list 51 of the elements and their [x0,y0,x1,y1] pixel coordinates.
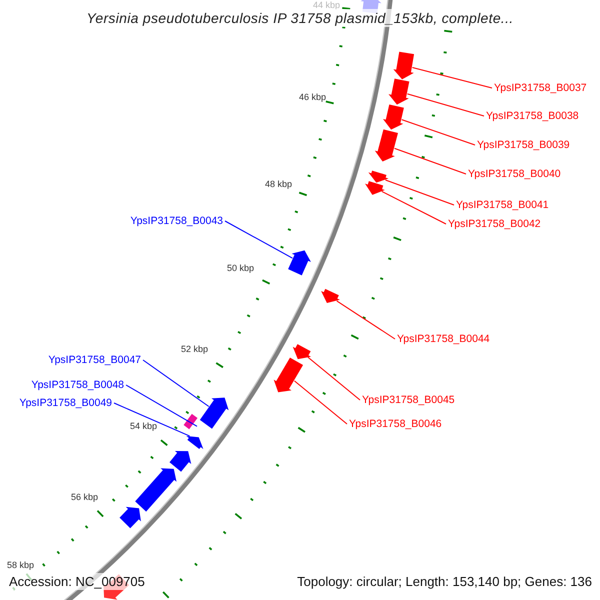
scale-label: 50 kbp [226,263,254,274]
gene-label: YpsIP31758_B0038 [486,109,579,123]
scale-label: 48 kbp [264,179,292,190]
leader-line [412,67,492,88]
scale-label: 46 kbp [298,92,326,103]
gene-label: YpsIP31758_B0049 [19,396,112,410]
gene-block [288,250,311,276]
gene-block [368,170,389,183]
accession-text: Accession: NC_009705 [9,573,145,590]
gene-block [135,468,177,512]
leader-line [336,300,396,340]
gene-block [374,129,398,162]
leader-line [308,356,360,400]
gene-block [120,506,141,528]
gene-label: YpsIP31758_B0043 [130,214,223,228]
gene-label: YpsIP31758_B0044 [397,332,490,346]
leader-line [406,93,484,116]
leader-line [224,220,293,259]
gene-block [200,398,229,429]
summary-text: Topology: circular; Length: 153,140 bp; Genes: 136 [297,573,592,590]
scale-label: 58 kbp [6,560,34,571]
leader-line [384,180,454,206]
gene-block [388,78,410,105]
gene-label: YpsIP31758_B0045 [362,393,455,407]
gene-block [393,52,414,80]
leader-line [126,384,198,427]
scale-label: 44 kbp [312,0,340,11]
scale-label: 54 kbp [130,421,157,432]
gene-block [170,450,192,472]
leader-line [114,402,190,437]
gene-block [274,358,304,392]
gene-block [321,288,340,304]
leader-line [294,380,348,424]
gene-label: YpsIP31758_B0037 [494,81,587,95]
gene-block [382,104,404,130]
scale-label: 56 kbp [70,492,98,503]
scale-label: 52 kbp [180,344,208,355]
gene-label: YpsIP31758_B0048 [31,378,124,392]
gene-block [292,344,312,360]
gene-label: YpsIP31758_B0040 [468,167,561,181]
gene-label: YpsIP31758_B0047 [48,353,141,367]
gene-label: YpsIP31758_B0039 [477,138,570,152]
leader-line [381,190,446,224]
leader-line [401,119,476,146]
leader-line [394,148,466,174]
gene-label: YpsIP31758_B0042 [448,217,541,231]
gene-block [186,436,204,450]
leader-line [142,360,210,408]
gene-block [365,181,385,195]
gene-label: YpsIP31758_B0041 [456,198,549,212]
gene-label: YpsIP31758_B0046 [349,417,442,431]
